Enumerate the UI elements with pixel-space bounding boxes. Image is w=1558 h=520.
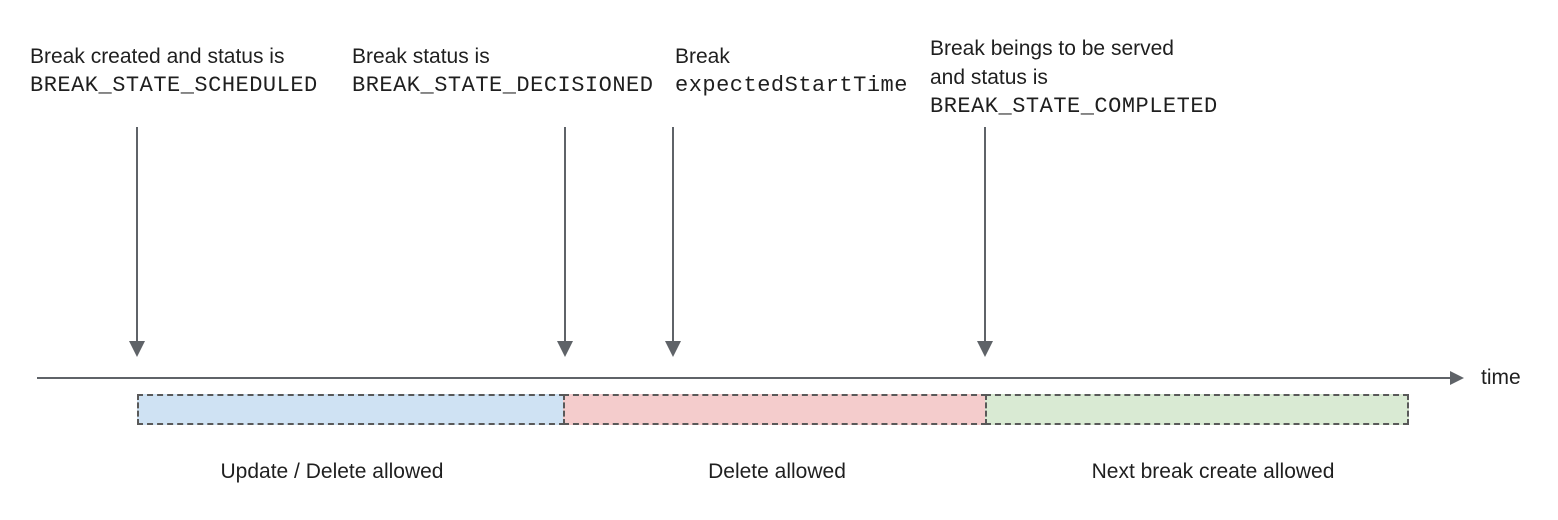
timeline-axis-label: time (1481, 366, 1521, 389)
down-arrow-icon-decisioned (557, 127, 573, 357)
segment-delete-allowed (563, 394, 987, 425)
segment-label-next-break: Next break create allowed (1091, 460, 1335, 483)
timeline-axis (37, 377, 1452, 379)
annotation-expected-start-text: Break (675, 45, 730, 68)
annotation-decisioned-code: BREAK_STATE_DECISIONED (352, 73, 654, 98)
annotation-completed-text-2: and status is (930, 66, 1048, 89)
arrow-head (665, 341, 681, 357)
annotation-decisioned-text: Break status is (352, 45, 490, 68)
down-arrow-icon-scheduled (129, 127, 145, 357)
segment-label-delete: Delete allowed (708, 460, 846, 483)
arrow-shaft (564, 127, 566, 341)
annotation-decisioned: Break status is BREAK_STATE_DECISIONED (352, 42, 653, 100)
segment-label-update-delete: Update / Delete allowed (220, 460, 444, 483)
arrow-shaft (136, 127, 138, 341)
segment-next-break-create-allowed (985, 394, 1409, 425)
annotation-completed-code: BREAK_STATE_COMPLETED (930, 94, 1218, 119)
annotation-expected-start-code: expectedStartTime (675, 73, 908, 98)
down-arrow-icon-completed (977, 127, 993, 357)
annotation-expected-start: Break expectedStartTime (675, 42, 908, 100)
arrow-shaft (984, 127, 986, 341)
annotation-completed-text-1: Break beings to be served (930, 37, 1174, 60)
arrow-head (977, 341, 993, 357)
arrow-head (129, 341, 145, 357)
down-arrow-icon-expected-start (665, 127, 681, 357)
arrow-shaft (672, 127, 674, 341)
timeline-arrowhead-icon (1450, 371, 1464, 385)
segment-update-delete-allowed (137, 394, 565, 425)
annotation-completed: Break beings to be served and status is … (930, 34, 1218, 121)
annotation-scheduled-text: Break created and status is (30, 45, 285, 68)
arrow-head (557, 341, 573, 357)
annotation-scheduled: Break created and status is BREAK_STATE_… (30, 42, 318, 100)
annotation-scheduled-code: BREAK_STATE_SCHEDULED (30, 73, 318, 98)
